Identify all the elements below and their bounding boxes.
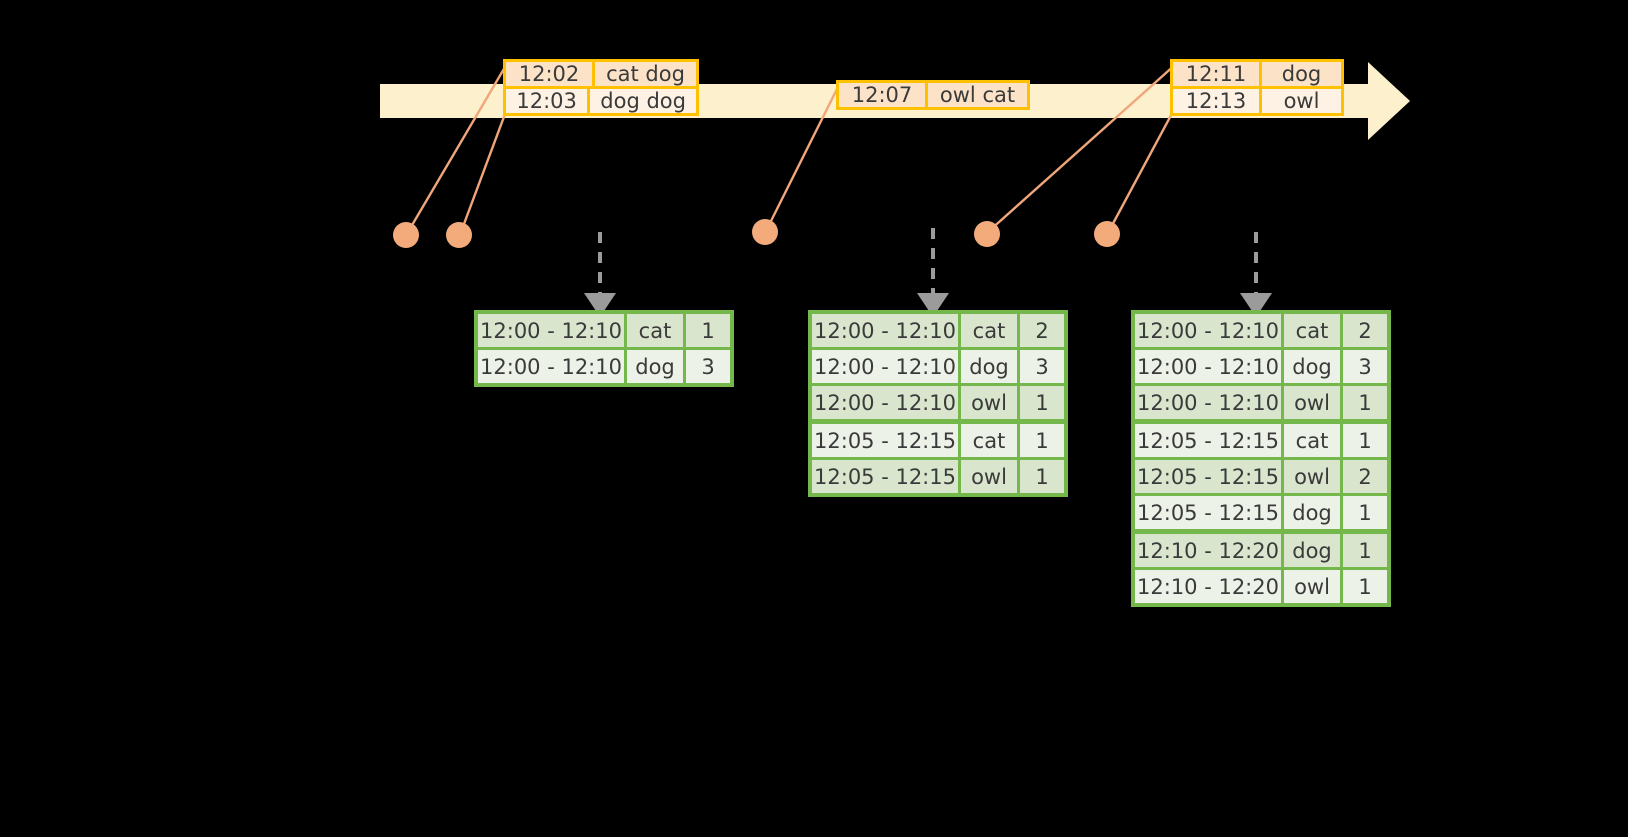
window-cell: 12:05 - 12:15 <box>1135 424 1281 457</box>
count-cell: 2 <box>1020 314 1064 347</box>
event-time: 12:03 <box>506 89 591 113</box>
word-cell: owl <box>1284 460 1340 493</box>
event-box-2[interactable]: 12:07 owl cat <box>836 80 1030 110</box>
event-row: 12:02 cat dog <box>506 62 696 86</box>
count-cell: 1 <box>1343 570 1387 603</box>
connector-dot-4 <box>974 221 1000 247</box>
event-time: 12:07 <box>839 83 928 107</box>
word-cell: dog <box>627 350 683 383</box>
window-cell: 12:00 - 12:10 <box>1135 314 1281 347</box>
event-words: dog dog <box>590 89 696 113</box>
event-time: 12:11 <box>1173 62 1262 86</box>
connector-line-2 <box>459 105 510 233</box>
count-cell: 1 <box>1343 496 1387 529</box>
window-cell: 12:00 - 12:10 <box>812 314 958 347</box>
window-cell: 12:00 - 12:10 <box>478 314 624 347</box>
window-cell: 12:10 - 12:20 <box>1135 570 1281 603</box>
event-row: 12:13 owl <box>1173 86 1341 113</box>
word-cell: cat <box>1284 314 1340 347</box>
event-time: 12:13 <box>1173 89 1262 113</box>
word-cell: owl <box>1284 386 1340 419</box>
connector-dot-3 <box>752 219 778 245</box>
count-cell: 1 <box>1020 424 1064 457</box>
count-cell: 3 <box>686 350 730 383</box>
word-cell: dog <box>1284 350 1340 383</box>
event-box-3[interactable]: 12:11 dog 12:13 owl <box>1170 59 1344 116</box>
window-cell: 12:05 - 12:15 <box>1135 496 1281 529</box>
connector-dot-5 <box>1094 221 1120 247</box>
connector-dot-2 <box>446 222 472 248</box>
count-cell: 3 <box>1020 350 1064 383</box>
event-words: cat dog <box>595 62 696 86</box>
event-time: 12:02 <box>506 62 595 86</box>
word-cell: cat <box>961 314 1017 347</box>
count-cell: 1 <box>686 314 730 347</box>
connector-line-3 <box>765 82 842 230</box>
window-cell: 12:10 - 12:20 <box>1135 534 1281 567</box>
count-cell: 1 <box>1343 386 1387 419</box>
event-row: 12:11 dog <box>1173 62 1341 86</box>
window-cell: 12:00 - 12:10 <box>1135 386 1281 419</box>
window-cell: 12:05 - 12:15 <box>812 460 958 493</box>
word-cell: cat <box>1284 424 1340 457</box>
count-cell: 1 <box>1343 534 1387 567</box>
word-cell: cat <box>627 314 683 347</box>
count-cell: 2 <box>1343 460 1387 493</box>
event-row: 12:03 dog dog <box>506 86 696 113</box>
result-down-arrows <box>584 228 1272 317</box>
word-cell: owl <box>961 386 1017 419</box>
count-cell: 3 <box>1343 350 1387 383</box>
word-cell: owl <box>961 460 1017 493</box>
connector-line-1 <box>406 61 510 233</box>
window-cell: 12:00 - 12:10 <box>1135 350 1281 383</box>
event-box-1[interactable]: 12:02 cat dog 12:03 dog dog <box>503 59 699 116</box>
event-row: 12:07 owl cat <box>839 83 1027 107</box>
count-cell: 1 <box>1020 386 1064 419</box>
word-cell: dog <box>961 350 1017 383</box>
count-cell: 1 <box>1020 460 1064 493</box>
window-cell: 12:00 - 12:10 <box>812 350 958 383</box>
count-cell: 2 <box>1343 314 1387 347</box>
connector-line-5 <box>1107 105 1178 232</box>
event-words: owl <box>1262 89 1341 113</box>
connector-dots <box>393 219 1120 248</box>
event-words: owl cat <box>928 83 1027 107</box>
word-cell: dog <box>1284 534 1340 567</box>
event-words: dog <box>1262 62 1341 86</box>
word-cell: owl <box>1284 570 1340 603</box>
window-cell: 12:00 - 12:10 <box>478 350 624 383</box>
word-cell: dog <box>1284 496 1340 529</box>
window-cell: 12:00 - 12:10 <box>812 386 958 419</box>
window-cell: 12:05 - 12:15 <box>1135 460 1281 493</box>
window-cell: 12:05 - 12:15 <box>812 424 958 457</box>
word-cell: cat <box>961 424 1017 457</box>
connector-dot-1 <box>393 222 419 248</box>
timeline-arrowhead <box>1368 62 1410 140</box>
count-cell: 1 <box>1343 424 1387 457</box>
